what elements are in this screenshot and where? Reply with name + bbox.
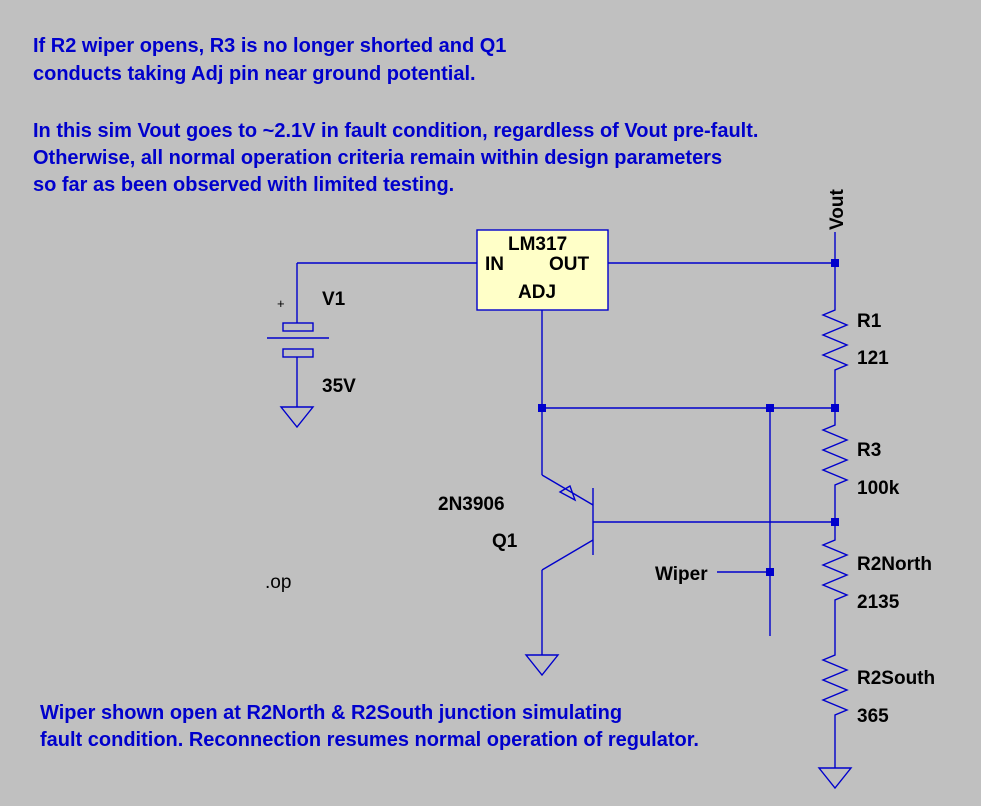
op-directive: .op (265, 572, 291, 593)
v1-name-label: V1 (322, 289, 346, 310)
r2north-value-label: 2135 (857, 592, 900, 613)
battery-plus-sign: + (277, 296, 285, 311)
ground-icon-v1 (279, 406, 315, 429)
r3-name-label: R3 (857, 440, 881, 461)
r2south-value-label: 365 (857, 706, 889, 727)
q1-model-label: 2N3906 (438, 494, 505, 515)
note-bottom-line2: fault condition. Reconnection resumes no… (40, 729, 699, 751)
transistor-q1[interactable] (541, 408, 835, 655)
resistor-r2north[interactable] (821, 522, 849, 650)
ground-icon-r2 (817, 767, 853, 790)
note-top-line2: conducts taking Adj pin near ground pote… (33, 63, 476, 85)
resistor-r2south[interactable] (821, 650, 849, 768)
q1-emitter-arrow (558, 484, 577, 502)
junction-dot (831, 404, 839, 412)
note-mid-line2: Otherwise, all normal operation criteria… (33, 147, 722, 169)
q1-emitter-leg (541, 474, 594, 506)
r1-value-label: 121 (857, 348, 889, 369)
r3-value-label: 100k (857, 478, 900, 499)
battery-plus-plate (282, 322, 314, 332)
r1-name-label: R1 (857, 311, 882, 332)
q1-collector-leg (541, 539, 594, 571)
note-bottom-line1: Wiper shown open at R2North & R2South ju… (40, 702, 622, 724)
junction-dot (831, 259, 839, 267)
junction-dot (831, 518, 839, 526)
regulator-body (476, 229, 609, 311)
lm317-regulator[interactable] (476, 229, 609, 311)
resistor-r1[interactable] (821, 300, 849, 408)
regulator-pin-out: OUT (549, 254, 590, 275)
resistor-r3[interactable] (821, 408, 849, 522)
junction-dot (538, 404, 546, 412)
note-top-line1: If R2 wiper opens, R3 is no longer short… (33, 35, 506, 57)
vout-net-label: Vout (827, 189, 848, 230)
regulator-pin-in: IN (485, 254, 504, 275)
regulator-name: LM317 (508, 234, 567, 255)
ground-icon-q1 (524, 654, 560, 677)
regulator-pin-adj: ADJ (518, 282, 556, 303)
v1-value-label: 35V (322, 376, 356, 397)
junction-dot (766, 404, 774, 412)
battery-minus-plate (282, 348, 314, 358)
wiper-net-label: Wiper (655, 564, 708, 585)
voltage-source-v1[interactable]: + (267, 262, 480, 407)
q1-name-label: Q1 (492, 531, 518, 552)
junction-dot (766, 568, 774, 576)
note-mid-line3: so far as been observed with limited tes… (33, 174, 454, 196)
note-mid-line1: In this sim Vout goes to ~2.1V in fault … (33, 120, 758, 142)
r2north-name-label: R2North (857, 554, 932, 575)
r2south-name-label: R2South (857, 668, 935, 689)
